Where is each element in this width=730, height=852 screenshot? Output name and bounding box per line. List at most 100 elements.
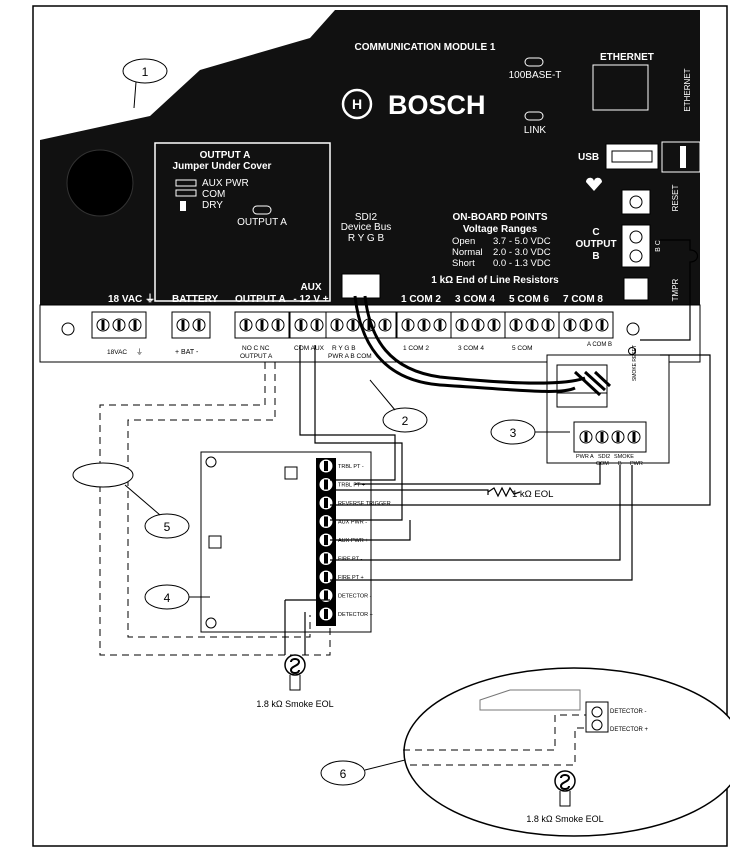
terminal-screw-slot [324,590,328,601]
brand-name: BOSCH [388,90,486,120]
gnd-small: ⏚ [136,348,143,356]
terminal-screw-slot [351,320,355,330]
vac-small: 18VAC [107,349,127,356]
detector-terminal-label: DETECTOR + [338,612,373,618]
wire [330,520,411,541]
sdi2-connector [341,273,381,299]
inset-board-outline [479,689,581,711]
mounting-hole [61,322,75,336]
terminal-screw-slot [324,479,328,490]
inset-smoke-eol-label: 1.8 kΩ Smoke EOL [526,814,603,824]
dashed-wire-2 [127,362,311,638]
callout-2-text: 2 [402,414,409,428]
callout-4-text: 4 [164,591,171,605]
detector-terminal-label: AUX PWR + [338,538,368,544]
bat-small: + BAT - [175,349,199,356]
smoke-sdi2-header-lower [556,392,608,408]
terminal-screw-slot [276,320,280,330]
link-led [524,111,544,121]
open-label: Open [452,236,475,247]
mounting-hole [205,456,217,468]
short-value: 0.0 - 1.3 VDC [493,258,551,269]
terminal-screw [629,249,643,263]
smoke-label-2: SDI2 [598,454,610,460]
terminal-screw-slot [335,320,339,330]
callout-3-text: 3 [510,426,517,440]
com34-header: 3 COM 4 [455,294,495,305]
terminal-screw-slot [324,572,328,582]
callout-2-leader [369,379,396,411]
wire [299,345,396,481]
tmpr-label: TMPR [671,278,680,301]
smoke-eol-label: 1.8 kΩ Smoke EOL [256,699,333,709]
normal-label: Normal [452,247,483,258]
detector-board [200,451,372,633]
sdi2-pins: R Y G B [348,233,385,244]
mounting-hole [205,617,217,629]
output-a-cover [154,142,331,302]
aux-header: AUX [300,282,321,293]
callout-2 [382,407,428,433]
detector-terminal-label: FIRE PT + [338,575,364,581]
terminal-screw-slot [600,432,604,442]
reset-label: RESET [671,185,680,212]
smoke-reset-pin [628,347,636,355]
mounting-hole [626,322,640,336]
output-c-label: C [592,227,599,238]
wire [314,345,403,521]
com12-header: 1 COM 2 [401,294,441,305]
reset-button[interactable] [621,189,651,215]
open-value: 3.7 - 5.0 VDC [493,236,551,247]
aux-pwr-label: AUX PWR [202,178,249,189]
reset-button-cap[interactable] [629,195,643,209]
group-ellipse [72,462,134,488]
inset-detector-minus: DETECTOR - [610,709,647,715]
smoke-screws [579,430,641,444]
terminal-screw-slot [181,320,185,330]
outer-frame [32,5,728,847]
terminal-screw-slot [299,320,303,330]
wire [330,465,621,561]
c5-small: 5 COM [512,345,533,352]
eol-resistor-label: 1 kΩ EOL [512,489,553,500]
tamper-connector [623,277,649,301]
callout-5 [144,513,190,539]
normal-value: 2.0 - 3.0 VDC [493,247,551,258]
smoke-eol-leads [289,675,301,691]
smoke-eol-glyph [289,658,301,674]
terminal-screw-slot [422,320,426,330]
eol-resistor-icon [487,486,521,498]
inset-smoke-eol-leads [559,791,571,807]
terminal-screw-slot [584,432,588,442]
c1-small: 1 COM 2 [403,345,429,352]
smoke-label-4: SMOKE [614,454,634,460]
short-label: Short [452,258,475,269]
sdi2-cable [363,295,586,385]
inset-ellipse [403,667,730,837]
terminal-screw-slot [632,432,636,442]
aux-volt-header: - 12 V + [293,294,328,305]
link-label: LINK [524,125,547,136]
module-title: COMMUNICATION MODULE 1 [355,42,496,53]
terminal-screw-slot [244,320,248,330]
callout-1-leader [133,81,137,109]
bosch-logo-mark: H [352,96,362,112]
detector-terminal-label: TRBL PT + [338,483,365,489]
output-b-label: B [592,251,599,262]
jumper-label: Jumper Under Cover [173,161,272,172]
terminal-screw-slot [117,320,121,330]
usb-label: USB [578,152,599,163]
terminal-screw-slot [324,498,328,508]
inset-dashed-wire [403,714,586,751]
terminal-screw-slot [600,320,604,330]
wire [640,239,699,341]
detector-terminal-label: AUX PWR - [338,520,367,526]
terminal-screw-slot [460,320,464,330]
terminal-screw [629,230,643,244]
detector-terminal-label: TRBL PT - [338,464,364,470]
inset-smoke-eol-glyph [559,774,571,790]
terminal-screw-slot [324,535,328,545]
